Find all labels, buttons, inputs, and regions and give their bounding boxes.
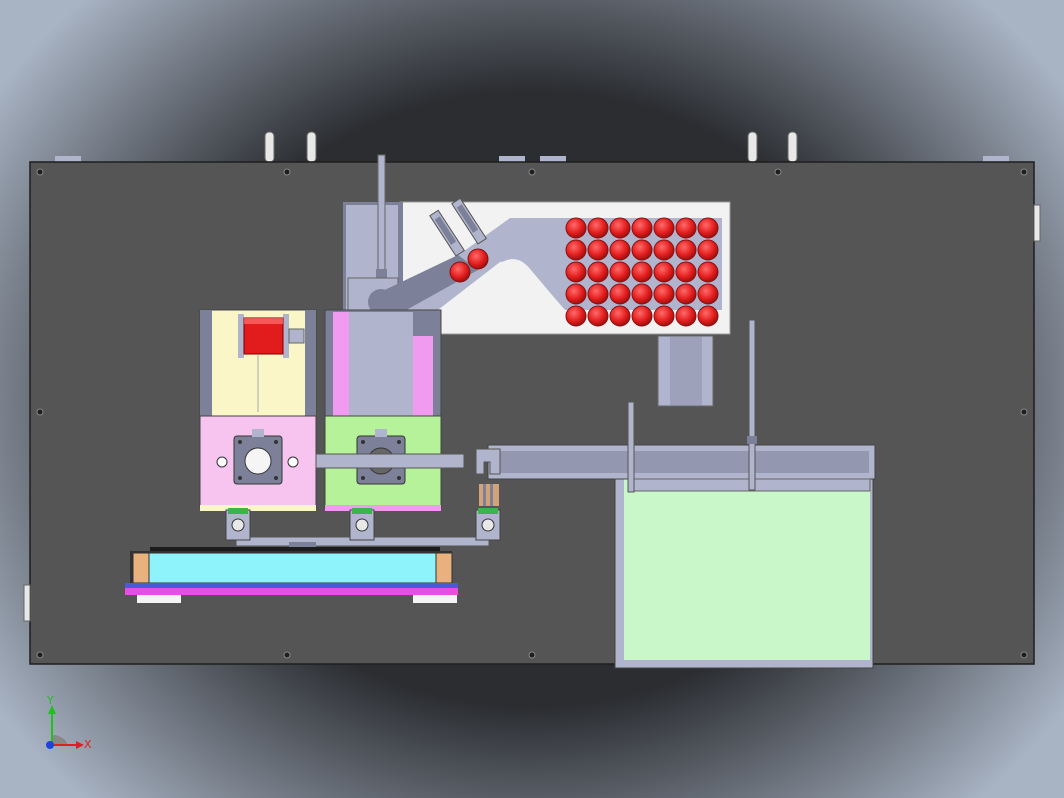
magazine-ball bbox=[587, 217, 609, 239]
magazine-ball bbox=[609, 261, 631, 283]
magazine-ball bbox=[653, 261, 675, 283]
magazine-ball bbox=[609, 305, 631, 327]
ball-magazine bbox=[565, 217, 719, 327]
magazine-ball bbox=[587, 261, 609, 283]
magazine-ball bbox=[609, 239, 631, 261]
magazine-ball bbox=[653, 239, 675, 261]
gripper-cylinders[interactable] bbox=[429, 197, 488, 257]
magazine-ball bbox=[653, 305, 675, 327]
magazine-ball bbox=[675, 305, 697, 327]
x-axis-label: X bbox=[84, 738, 92, 751]
conveyor-tank[interactable] bbox=[475, 319, 876, 669]
magazine-ball bbox=[697, 283, 719, 305]
magazine-ball bbox=[565, 261, 587, 283]
magazine-ball bbox=[609, 283, 631, 305]
coordinate-triad bbox=[46, 705, 84, 749]
slider-block-1 bbox=[225, 508, 251, 541]
magazine-ball bbox=[675, 239, 697, 261]
magazine-ball bbox=[565, 217, 587, 239]
y-axis-label: Y bbox=[47, 694, 54, 707]
plate-mounting-holes bbox=[36, 168, 1028, 659]
magazine-ball bbox=[675, 283, 697, 305]
z-axis-dot bbox=[46, 741, 54, 749]
magazine-ball bbox=[697, 239, 719, 261]
magazine-ball bbox=[631, 283, 653, 305]
magazine-ball bbox=[697, 305, 719, 327]
right-fixture[interactable] bbox=[324, 309, 442, 511]
slider-block-3 bbox=[475, 508, 501, 541]
magazine-ball bbox=[609, 217, 631, 239]
magazine-ball bbox=[697, 261, 719, 283]
magazine-ball bbox=[653, 283, 675, 305]
hopper-outlet-chute bbox=[657, 335, 714, 407]
magazine-ball bbox=[631, 217, 653, 239]
magazine-ball bbox=[565, 239, 587, 261]
magazine-ball bbox=[565, 283, 587, 305]
left-fixture[interactable] bbox=[199, 309, 317, 511]
cyan-slab bbox=[148, 552, 437, 584]
connecting-rail bbox=[315, 453, 465, 469]
magazine-ball bbox=[675, 217, 697, 239]
magazine-ball bbox=[631, 305, 653, 327]
magazine-ball bbox=[565, 305, 587, 327]
magazine-ball bbox=[587, 305, 609, 327]
magazine-ball bbox=[631, 261, 653, 283]
magazine-ball bbox=[653, 217, 675, 239]
tank-rod bbox=[748, 319, 756, 491]
linear-slide[interactable] bbox=[225, 508, 501, 551]
magazine-ball bbox=[697, 217, 719, 239]
left-side-latch bbox=[23, 584, 31, 622]
slider-block-2 bbox=[349, 508, 375, 541]
bottom-platform[interactable] bbox=[125, 547, 458, 603]
pusher-rod bbox=[377, 154, 386, 278]
top-mounting-posts bbox=[55, 131, 1009, 163]
magazine-ball bbox=[631, 239, 653, 261]
magazine-ball bbox=[587, 239, 609, 261]
red-spool bbox=[238, 314, 305, 358]
magazine-ball bbox=[675, 261, 697, 283]
right-side-latch bbox=[1033, 204, 1041, 242]
magazine-ball bbox=[587, 283, 609, 305]
